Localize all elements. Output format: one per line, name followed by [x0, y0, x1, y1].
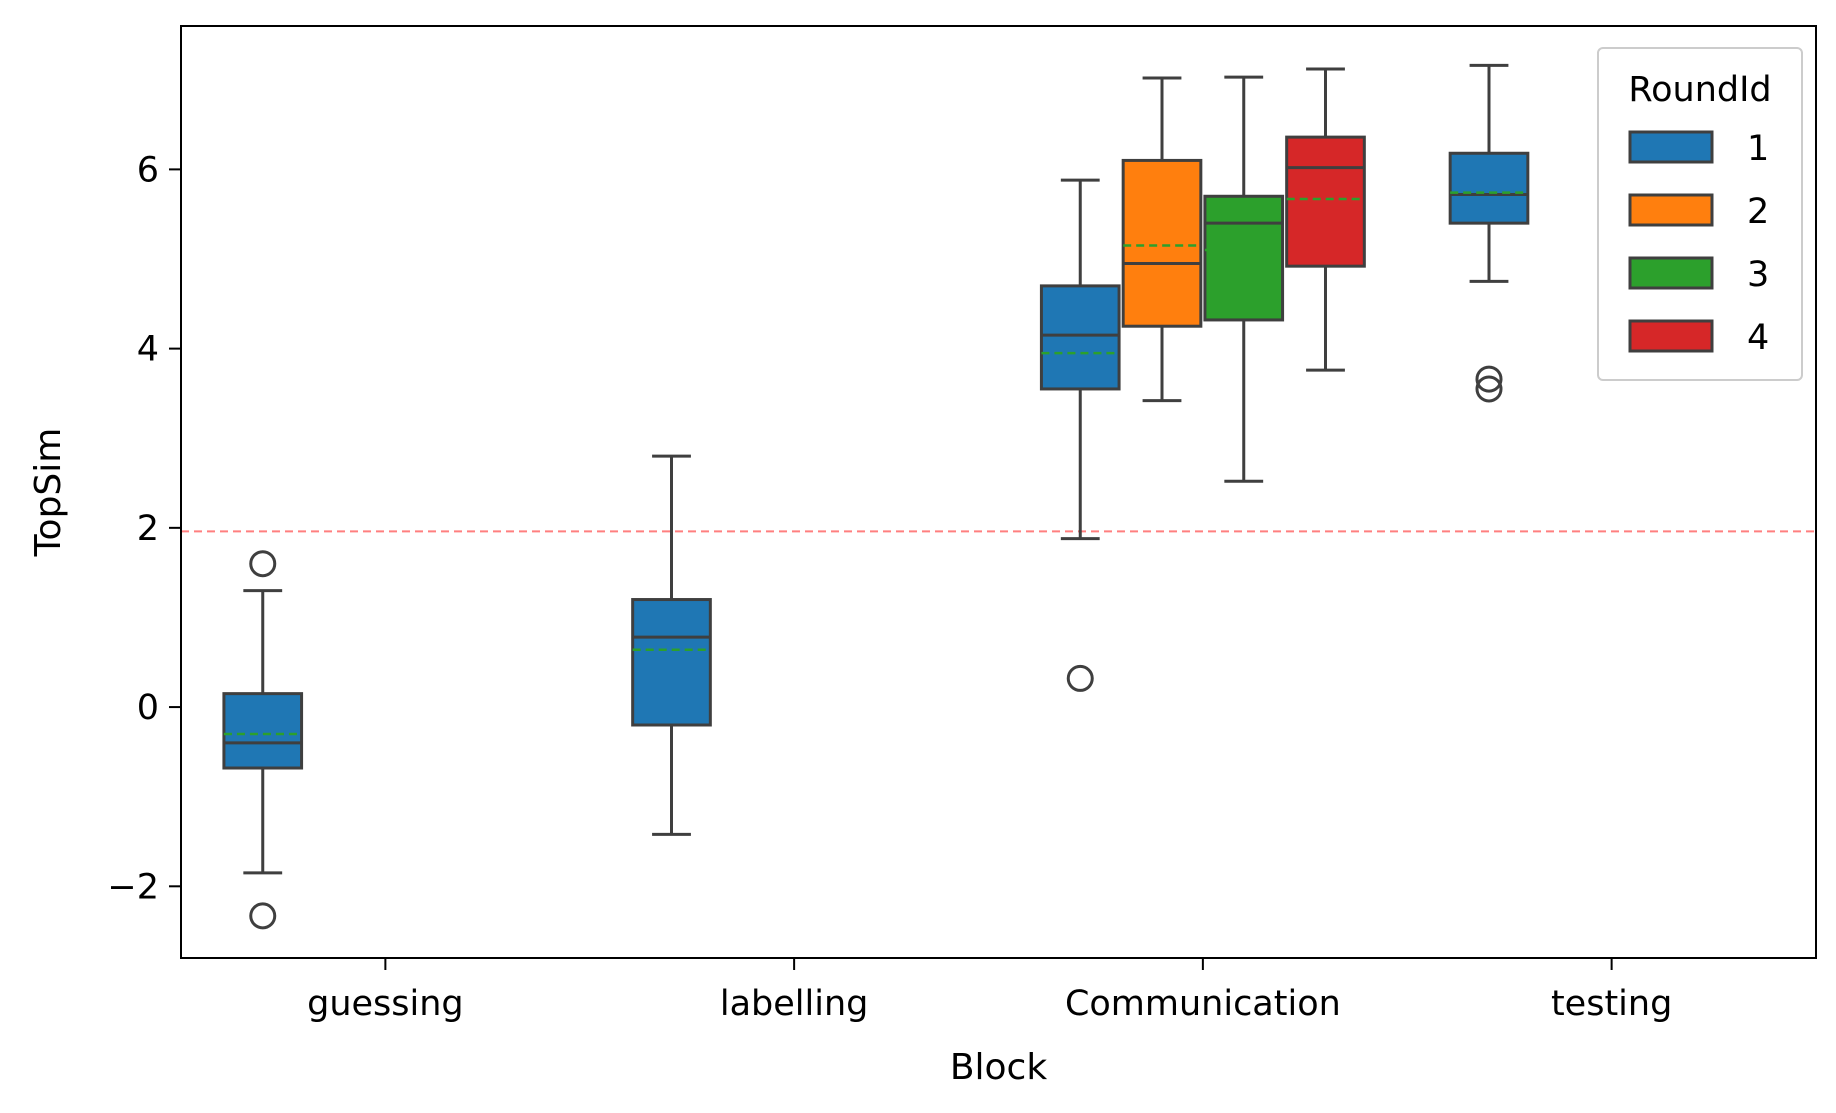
box-labelling-round-1: [631, 454, 712, 836]
legend-title: RoundId: [1628, 70, 1771, 110]
legend-swatch: [1628, 193, 1714, 227]
iqr-box: [1039, 284, 1121, 391]
box-communication-round-1: [1039, 178, 1121, 692]
axes-frame: [180, 25, 1817, 959]
y-tick-label: 4: [137, 330, 159, 370]
y-tick-label: 0: [137, 688, 159, 728]
legend-swatch: [1628, 319, 1714, 353]
tick-layer: −2 0 2 4 6 guessing labelling Communication test…: [107, 150, 1672, 1024]
outlier-point: [249, 550, 277, 578]
iqr-box: [222, 692, 304, 770]
box-communication-round-4: [1285, 67, 1366, 372]
iqr-box: [1203, 194, 1285, 322]
iqr-box: [1448, 151, 1530, 225]
x-tick-label: guessing: [307, 984, 464, 1024]
legend-entries: 1 2 3 4: [1628, 129, 1769, 358]
y-tick-label: −2: [107, 867, 159, 907]
legend-label: 4: [1747, 318, 1769, 358]
legend-label: 1: [1747, 129, 1769, 169]
y-tick-label: 6: [137, 150, 159, 190]
legend: RoundId 1 2 3 4: [1597, 47, 1803, 381]
legend-label: 3: [1747, 255, 1769, 295]
outlier-point: [249, 902, 277, 930]
y-tick-label: 2: [137, 509, 159, 549]
outlier-point: [1475, 365, 1503, 393]
x-axis-title: Block: [950, 1047, 1048, 1088]
legend-swatch: [1628, 256, 1714, 290]
legend-swatch: [1628, 130, 1714, 164]
x-tick-label: labelling: [720, 984, 869, 1024]
outlier-point: [1066, 664, 1094, 692]
y-axis-title: TopSim: [28, 428, 69, 558]
box-guessing-round-1: [222, 550, 304, 930]
iqr-box: [631, 598, 712, 727]
box-layer: [222, 63, 1530, 930]
iqr-box: [1121, 158, 1203, 328]
iqr-box: [1285, 135, 1366, 268]
x-tick-label: Communication: [1065, 984, 1341, 1024]
x-tick-label: testing: [1551, 984, 1672, 1024]
outlier-point: [1475, 375, 1503, 403]
box-communication-round-2: [1121, 76, 1203, 403]
box-communication-round-3: [1203, 75, 1285, 483]
legend-label: 2: [1747, 192, 1769, 232]
box-testing-round-1: [1448, 63, 1530, 403]
